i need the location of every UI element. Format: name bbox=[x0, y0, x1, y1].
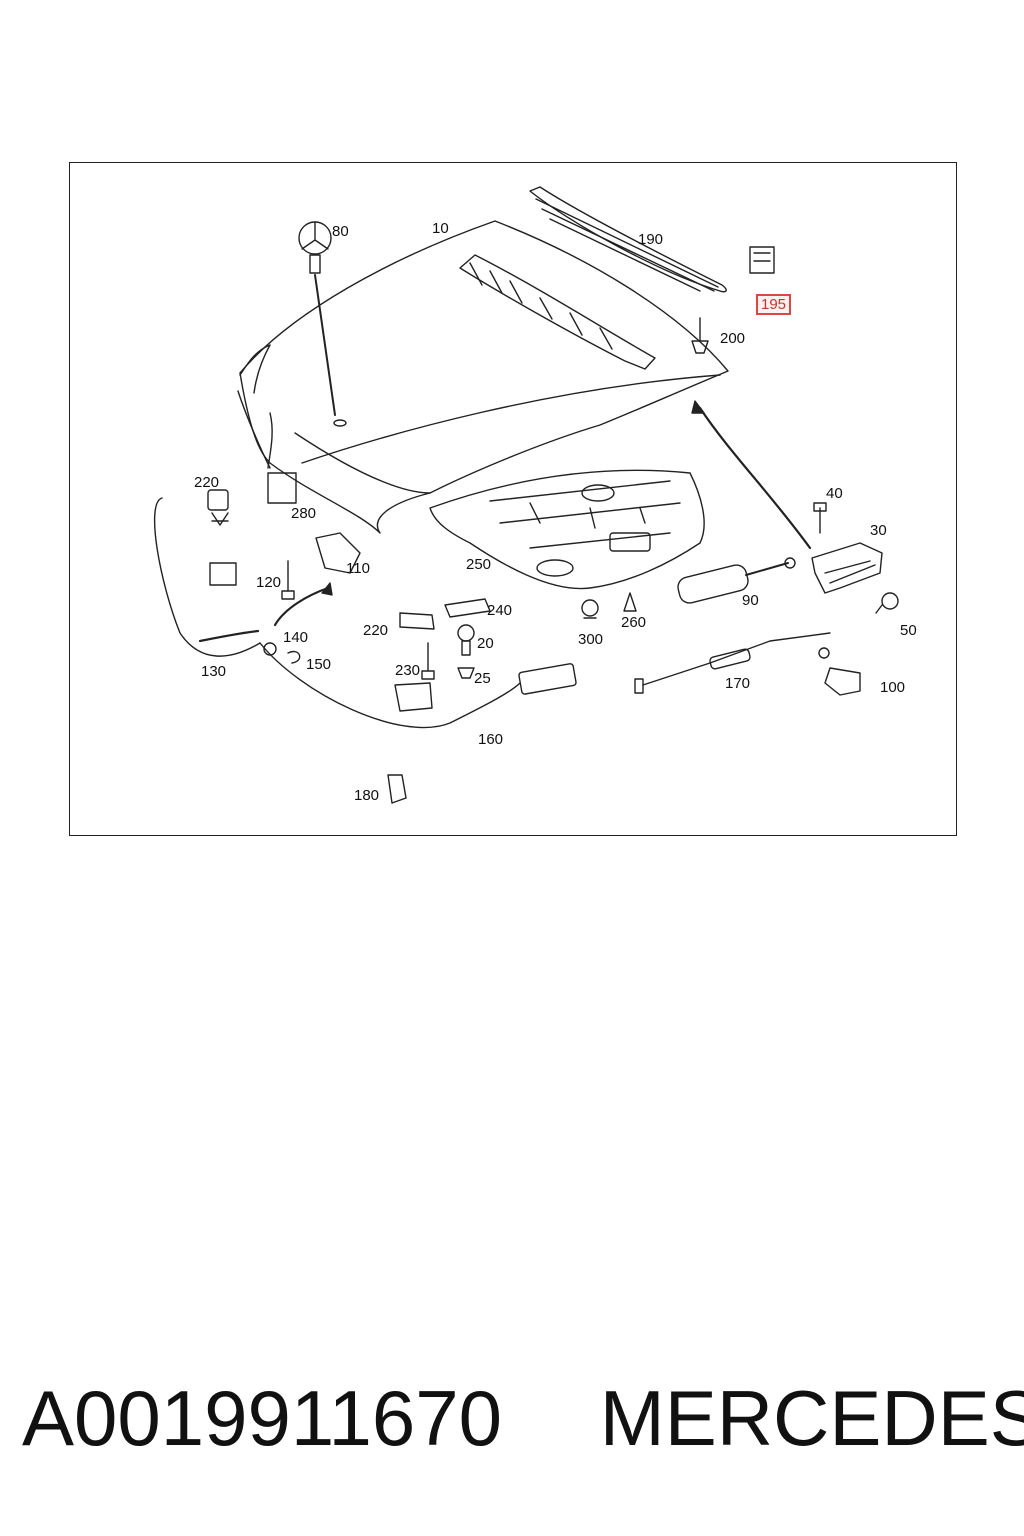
callout-80: 80 bbox=[332, 223, 349, 240]
diagram-drawing bbox=[153, 186, 899, 804]
product-caption: A0019911670 MERCEDES bbox=[22, 1374, 1024, 1462]
callout-110: 110 bbox=[346, 560, 370, 577]
callout-90: 90 bbox=[742, 592, 759, 609]
callout-30: 30 bbox=[870, 522, 887, 539]
callout-250: 250 bbox=[466, 556, 492, 573]
hood-panel bbox=[237, 220, 729, 534]
callout-260: 260 bbox=[621, 614, 647, 631]
latch-parts-left bbox=[207, 472, 361, 664]
callout-25: 25 bbox=[474, 670, 491, 687]
callout-170: 170 bbox=[725, 675, 751, 692]
cowl-grille bbox=[529, 186, 727, 293]
callout-10: 10 bbox=[432, 220, 449, 237]
callout-230: 230 bbox=[395, 662, 421, 679]
brand-name: MERCEDES bbox=[599, 1374, 1024, 1462]
callout-240: 240 bbox=[487, 602, 513, 619]
callout-190: 190 bbox=[638, 231, 664, 248]
callout-220-left: 220 bbox=[194, 474, 220, 491]
part-number: A0019911670 bbox=[22, 1374, 503, 1462]
callout-200: 200 bbox=[720, 330, 746, 347]
release-cable-130 bbox=[153, 497, 577, 729]
callout-150: 150 bbox=[306, 656, 332, 673]
callout-160: 160 bbox=[478, 731, 504, 748]
callout-40: 40 bbox=[826, 485, 843, 502]
callout-300: 300 bbox=[578, 631, 604, 648]
callout-130: 130 bbox=[201, 663, 227, 680]
callout-20: 20 bbox=[477, 635, 494, 652]
callout-220-center: 220 bbox=[363, 622, 389, 639]
center-parts bbox=[387, 592, 637, 804]
callout-280: 280 bbox=[291, 505, 317, 522]
parts-diagram: 10 80 190 195 200 40 30 50 90 100 170 22… bbox=[69, 162, 957, 836]
callout-120: 120 bbox=[256, 574, 282, 591]
release-cable-170 bbox=[634, 632, 861, 696]
screw-200 bbox=[691, 317, 709, 354]
hood-liner bbox=[429, 469, 705, 590]
callout-50: 50 bbox=[900, 622, 917, 639]
callout-140: 140 bbox=[283, 629, 309, 646]
callout-180: 180 bbox=[354, 787, 380, 804]
hood-hinge bbox=[811, 502, 899, 614]
callout-195-highlighted: 195 bbox=[756, 294, 792, 315]
callout-100: 100 bbox=[880, 679, 906, 696]
star-emblem bbox=[298, 221, 347, 427]
clip-195 bbox=[749, 246, 775, 274]
gas-strut bbox=[677, 557, 796, 604]
